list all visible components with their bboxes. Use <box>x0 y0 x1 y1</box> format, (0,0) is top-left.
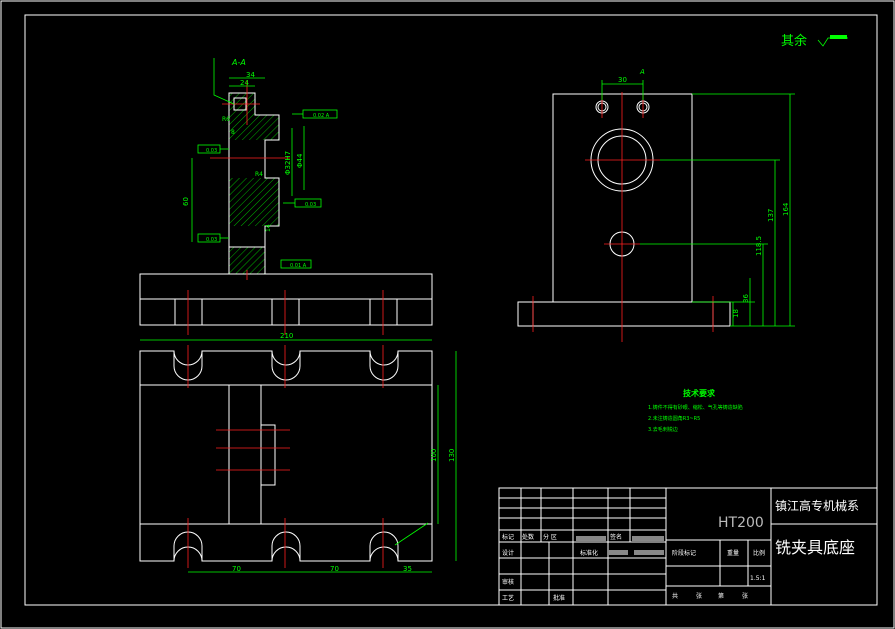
svg-text:工艺: 工艺 <box>502 594 514 602</box>
svg-text:0.03: 0.03 <box>305 202 316 208</box>
tech-note-2: 2.未注铸造圆角R3~R5 <box>648 415 700 422</box>
svg-text:设计: 设计 <box>502 549 514 557</box>
roughness-symbol-icon <box>817 37 848 47</box>
svg-text:比例: 比例 <box>753 549 765 557</box>
tolerance-frame-5: 0.01 A <box>280 259 312 269</box>
dim-70-b: 70 <box>330 565 339 573</box>
dim-36: 36 <box>742 294 750 303</box>
dim-18: 18 <box>732 309 740 318</box>
svg-text:第: 第 <box>718 592 724 600</box>
roughness-note: 其余 <box>781 33 848 49</box>
tolerance-frame-4: 0.03 <box>197 233 229 243</box>
dim-118-5: 118.5 <box>755 236 763 256</box>
section-label: A-A <box>231 58 246 67</box>
dim-137: 137 <box>767 209 775 222</box>
svg-text:审核: 审核 <box>502 578 514 586</box>
svg-text:0.01 A: 0.01 A <box>290 263 307 269</box>
tolerance-frame-3: 0.03 <box>283 198 322 208</box>
dim-r4: R4 <box>255 171 263 178</box>
tech-note-1: 1.铸件不得有砂眼、缩松、气孔等铸造缺陷 <box>648 404 743 411</box>
svg-text:张: 张 <box>696 592 702 600</box>
dim-24: 24 <box>240 79 249 87</box>
dim-34: 34 <box>246 71 255 79</box>
material: HT200 <box>718 515 764 531</box>
tech-title: 技术要求 <box>683 388 716 398</box>
dim-130: 130 <box>448 449 456 462</box>
dim-8: 8 <box>231 129 235 136</box>
technical-requirements: 技术要求 1.铸件不得有砂眼、缩松、气孔等铸造缺陷 2.未注铸造圆角R3~R5 … <box>648 388 743 433</box>
tolerance-frame-1: 0.02 A <box>292 109 338 119</box>
svg-text:分 区: 分 区 <box>543 533 557 541</box>
svg-text:处数: 处数 <box>522 533 534 541</box>
dim-14: 14 <box>265 224 272 232</box>
svg-text:批准: 批准 <box>553 594 565 602</box>
roughness-label: 其余 <box>781 33 807 49</box>
section-view-aa: A-A 34 24 60 Φ32H7 Φ44 14 R4 8 R6 <box>182 58 338 274</box>
svg-text:重量: 重量 <box>727 549 739 557</box>
dim-100: 100 <box>430 449 438 462</box>
svg-text:0.03: 0.03 <box>206 148 217 154</box>
top-view: 70 70 35 100 130 <box>139 345 457 573</box>
dim-60: 60 <box>182 197 190 206</box>
tech-note-3: 3.去毛刺锐边 <box>648 426 678 433</box>
view-arrow-label: A <box>639 68 645 76</box>
dim-30: 30 <box>618 76 627 84</box>
front-view: 210 <box>139 270 433 341</box>
svg-text:签名: 签名 <box>610 533 622 541</box>
dim-164: 164 <box>782 202 790 216</box>
svg-text:0.03: 0.03 <box>206 237 217 243</box>
svg-text:阶段标记: 阶段标记 <box>672 549 696 557</box>
side-view: 30 A 164 137 118.5 36 18 <box>517 68 795 342</box>
title-block: 镇江高专机械系 HT200 铣夹具底座 1.5:1 标记 处数 分 区 签名 设… <box>498 487 878 606</box>
tolerance-frame-2: 0.03 <box>197 144 229 154</box>
svg-text:0.02 A: 0.02 A <box>313 113 330 119</box>
dim-phi44: Φ44 <box>296 153 304 168</box>
dim-210: 210 <box>280 332 293 340</box>
dim-phi32: Φ32H7 <box>284 151 292 175</box>
dim-70-a: 70 <box>232 565 241 573</box>
svg-text:标记: 标记 <box>502 533 514 541</box>
svg-text:标准化: 标准化 <box>580 549 598 557</box>
dim-r6: R6 <box>222 116 230 123</box>
part-name: 铣夹具底座 <box>775 538 855 557</box>
school-name: 镇江高专机械系 <box>775 498 859 513</box>
dim-35: 35 <box>403 565 412 573</box>
svg-text:共: 共 <box>672 592 678 600</box>
svg-text:张: 张 <box>742 592 748 600</box>
scale-value: 1.5:1 <box>750 575 766 582</box>
